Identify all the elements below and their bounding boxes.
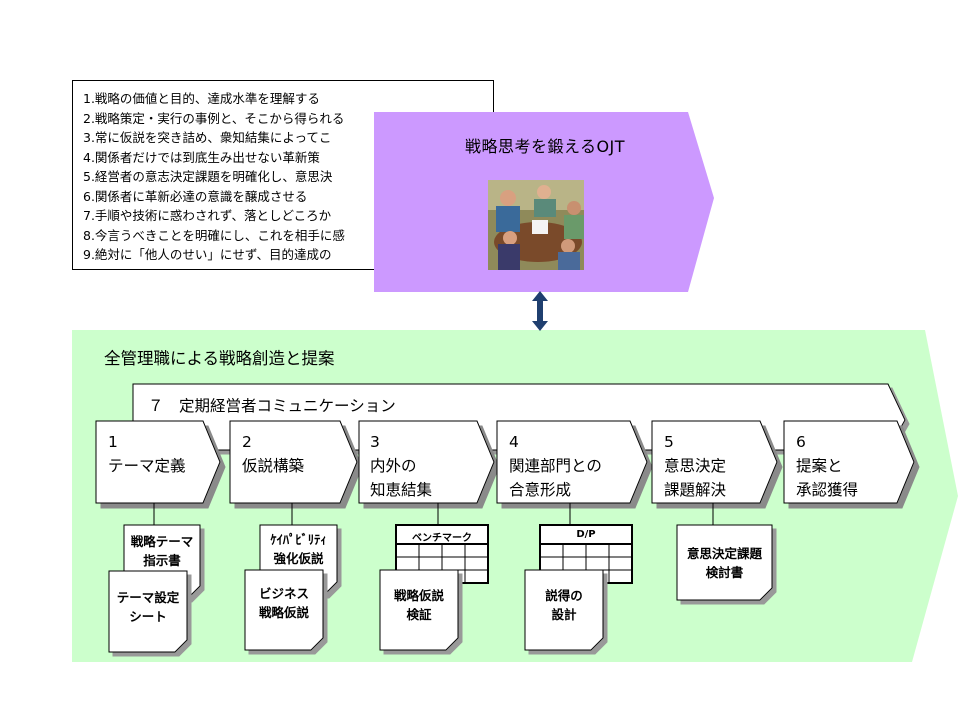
doc-shapes-1 [108, 524, 201, 653]
step-chevrons [95, 420, 915, 504]
step-6: 6 提案と 承認獲得 [796, 430, 858, 502]
step-label: 仮説構築 [242, 457, 305, 475]
doc-shapes-2 [244, 524, 338, 651]
principle-item: 9.絶対に「他人のせい」にせず、目的達成の [83, 247, 332, 262]
step-number: 3 [370, 433, 380, 451]
doc-business-hypothesis: ビジネス 戦略仮説 [245, 584, 323, 622]
step-label: 関連部門との [509, 457, 602, 475]
doc-hypothesis-verification: 戦略仮説 検証 [380, 586, 458, 624]
doc-label: 検討書 [705, 565, 744, 580]
principle-item: 1.戦略の価値と目的、達成水準を理解する [83, 91, 320, 106]
doc-decision-review: 意思決定課題 検討書 [677, 544, 772, 582]
principle-item: 2.戦略策定・実行の事例と、そこから得られる [83, 110, 345, 126]
step-label: テーマ定義 [108, 457, 186, 475]
step-number: 6 [796, 433, 806, 451]
doc-label: 検証 [406, 607, 432, 622]
doc-label: 意思決定課題 [686, 546, 762, 561]
main-title: 全管理職による戦略創造と提案 [104, 349, 335, 368]
step-number: 5 [664, 433, 674, 451]
step-label: 提案と [796, 457, 843, 475]
doc-label: 戦略仮説 [258, 605, 309, 620]
step-number: 4 [509, 433, 519, 451]
step-number: 1 [108, 433, 118, 451]
step-5: 5 意思決定 課題解決 [664, 430, 726, 502]
step-label-2: 知恵結集 [370, 481, 433, 499]
doc-label: 設計 [551, 607, 577, 622]
double-arrow-icon [532, 291, 548, 331]
benchmark-table-header: ベンチマーク [412, 533, 472, 544]
dp-table [524, 524, 633, 651]
step-label-2: 合意形成 [509, 481, 572, 499]
principle-item: 4.関係者だけでは到底生み出せない革新策 [83, 149, 320, 165]
doc-label: 説得の [545, 588, 583, 603]
doc-theme-sheet: テーマ設定 シート [109, 588, 187, 626]
doc-label: 指示書 [143, 553, 181, 568]
doc-label: 戦略仮説 [393, 588, 444, 603]
principle-item: 6.関係者に革新必達の意識を醸成させる [83, 188, 308, 204]
doc-label: テーマ設定 [116, 590, 180, 605]
doc-label: 戦略テーマ [130, 534, 194, 549]
step-label: 意思決定 [664, 457, 727, 475]
step-label-2: 課題解決 [664, 481, 727, 499]
doc-persuasion-design: 説得の 設計 [525, 586, 603, 624]
doc-theme-instruction: 戦略テーマ 指示書 [124, 532, 200, 570]
meeting-photo [488, 180, 584, 270]
connector-lines [153, 503, 714, 525]
dp-table-header: D/P [576, 529, 596, 540]
step-label: 内外の [370, 457, 417, 475]
doc-shapes-5 [676, 524, 773, 601]
principle-item: 7.手順や技術に惑わされず、落としどころか [83, 208, 332, 223]
step-2: 2 仮説構築 [242, 430, 304, 478]
principle-item: 3.常に仮説を突き詰め、衆知結集によってこ [83, 130, 332, 145]
principle-item: 8.今言うべきことを明確にし、これを相手に感 [83, 227, 345, 243]
step-number: 2 [242, 433, 252, 451]
principle-item: 5.経営者の意志決定課題を明確化し、意思決 [83, 169, 333, 184]
doc-capability-hypothesis: ｹｲﾊﾟﾋﾞﾘﾃｨ 強化仮説 [260, 530, 337, 568]
step-4: 4 関連部門との 合意形成 [509, 430, 602, 502]
step-label-2: 承認獲得 [796, 481, 859, 499]
doc-label: 強化仮説 [273, 551, 324, 566]
principles-list: 1.戦略の価値と目的、達成水準を理解する 2.戦略策定・実行の事例と、そこから得… [72, 80, 494, 270]
ojt-title: 戦略思考を鍛えるOJT [464, 137, 626, 156]
doc-label: ｹｲﾊﾟﾋﾞﾘﾃｨ [270, 532, 327, 547]
doc-label: シート [129, 609, 167, 624]
step-3: 3 内外の 知恵結集 [370, 430, 432, 502]
benchmark-table [379, 524, 489, 651]
doc-label: ビジネス [258, 586, 309, 601]
communication-label: ７ 定期経営者コミュニケーション [148, 397, 396, 415]
step-1: 1 テーマ定義 [108, 430, 186, 478]
